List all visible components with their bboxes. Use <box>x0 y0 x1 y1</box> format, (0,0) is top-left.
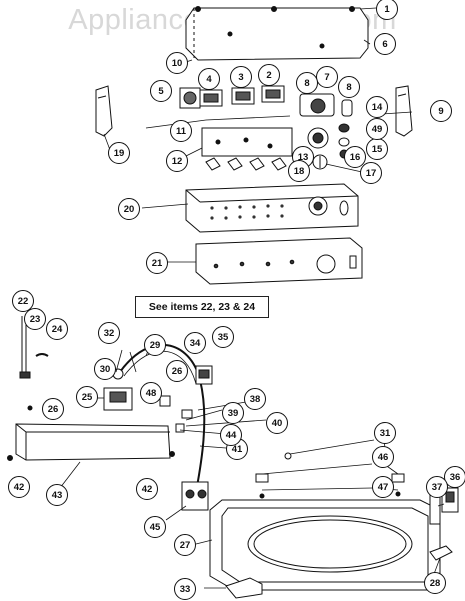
callout-30: 30 <box>94 358 116 380</box>
switch-part-4 <box>199 89 223 107</box>
callout-32: 32 <box>98 322 120 344</box>
callout-36: 36 <box>444 466 465 488</box>
callout-25: 25 <box>76 386 98 408</box>
buttons-part-18 <box>205 157 287 171</box>
callout-4: 4 <box>198 68 220 90</box>
circuit-board-part-12 <box>201 127 293 157</box>
end-cap-part-9 <box>395 85 413 137</box>
back-panel-part <box>185 6 369 61</box>
callout-35: 35 <box>212 326 234 348</box>
callout-34: 34 <box>184 332 206 354</box>
top-cover-part-27 <box>209 499 441 591</box>
end-cap-part-19 <box>95 85 113 137</box>
part-38 <box>181 409 193 419</box>
callout-26b: 26 <box>166 360 188 382</box>
pump-part-25 <box>103 387 133 411</box>
callout-15: 15 <box>366 138 388 160</box>
callout-18: 18 <box>288 160 310 182</box>
switch-part-3 <box>231 87 255 105</box>
callout-47: 47 <box>372 476 394 498</box>
callout-7: 7 <box>316 66 338 88</box>
screw-part-26-left <box>27 405 33 411</box>
callout-31: 31 <box>374 422 396 444</box>
callout-14: 14 <box>366 96 388 118</box>
callout-10: 10 <box>166 52 188 74</box>
see-items-note: See items 22, 23 & 24 <box>135 296 269 318</box>
callout-22: 22 <box>12 290 34 312</box>
callout-49: 49 <box>366 118 388 140</box>
callout-6: 6 <box>374 33 396 55</box>
callout-29: 29 <box>144 334 166 356</box>
part-48 <box>159 395 171 407</box>
pressure-switch-part-34 <box>195 365 213 385</box>
hinge-part-46-left <box>255 473 269 483</box>
foot-part-33 <box>225 577 263 599</box>
callout-3: 3 <box>230 66 252 88</box>
rotary-switch-part-5 <box>179 87 201 109</box>
callout-28: 28 <box>424 572 446 594</box>
screw-part-42-right <box>169 451 175 457</box>
screw-part-42-left <box>7 455 13 461</box>
part-39 <box>175 423 185 433</box>
callout-40: 40 <box>266 412 288 434</box>
callout-16: 16 <box>344 146 366 168</box>
callout-38: 38 <box>244 388 266 410</box>
callout-20: 20 <box>118 198 140 220</box>
lid-strike-part-28 <box>429 545 453 561</box>
callout-1: 1 <box>376 0 398 20</box>
callout-45: 45 <box>144 516 166 538</box>
callout-23: 23 <box>24 308 46 330</box>
timer-part-7 <box>299 93 335 117</box>
callout-24: 24 <box>46 318 68 340</box>
callout-5: 5 <box>150 80 172 102</box>
control-console-part-20 <box>185 183 359 233</box>
callout-12: 12 <box>166 150 188 172</box>
callout-33: 33 <box>174 578 196 600</box>
screw-part-47-left <box>259 493 265 499</box>
front-panel-part-43 <box>15 423 171 461</box>
callout-42b: 42 <box>136 478 158 500</box>
knob-part-13 <box>307 127 329 149</box>
small-parts-right <box>338 99 353 159</box>
callout-26a: 26 <box>42 398 64 420</box>
screw-part-47-right <box>395 491 401 497</box>
callout-27: 27 <box>174 534 196 556</box>
callout-48: 48 <box>140 382 162 404</box>
screw-part-31-left <box>284 452 292 460</box>
water-valve-part-45 <box>181 481 209 511</box>
switch-part-2 <box>261 85 285 103</box>
callout-8b: 8 <box>338 76 360 98</box>
graphic-panel-part-21 <box>195 237 363 285</box>
knob-part-17 <box>312 154 328 170</box>
callout-42a: 42 <box>8 476 30 498</box>
callout-43: 43 <box>46 484 68 506</box>
lid-switch-part-36 <box>441 487 459 513</box>
callout-2: 2 <box>258 64 280 86</box>
hinge-part-46-right <box>391 473 405 483</box>
callout-9: 9 <box>430 100 452 122</box>
callout-37: 37 <box>426 476 448 498</box>
callout-19: 19 <box>108 142 130 164</box>
callout-17: 17 <box>360 162 382 184</box>
callout-44: 44 <box>220 424 242 446</box>
callout-46: 46 <box>372 446 394 468</box>
callout-39: 39 <box>222 402 244 424</box>
callout-8a: 8 <box>296 72 318 94</box>
callout-21: 21 <box>146 252 168 274</box>
callout-11: 11 <box>170 120 192 142</box>
